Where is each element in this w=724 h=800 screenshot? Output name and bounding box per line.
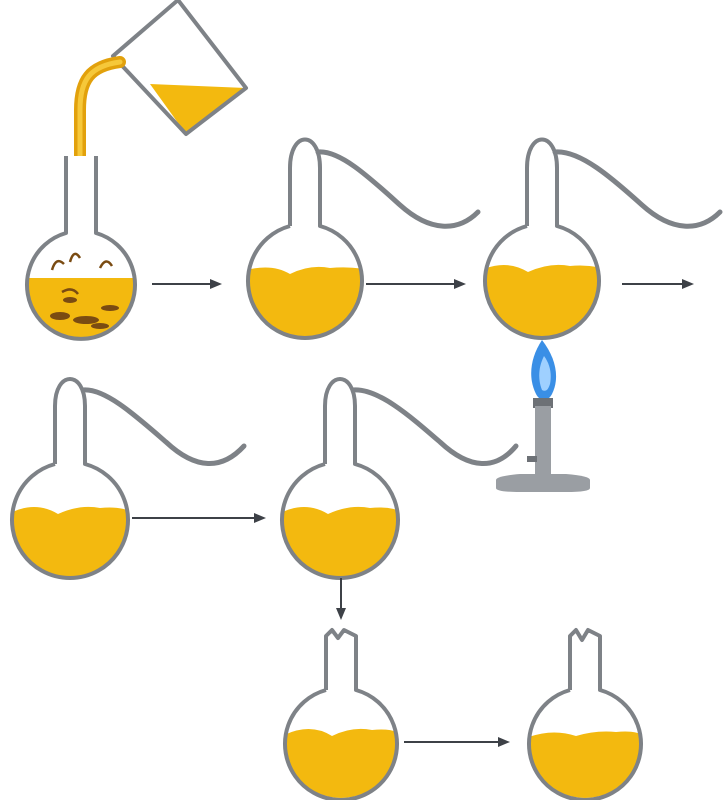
broken-neck-flask-icon bbox=[283, 628, 399, 800]
arrow-icon bbox=[366, 279, 466, 289]
step-4-cooled-flask bbox=[10, 377, 247, 580]
bunsen-burner-icon bbox=[496, 340, 590, 492]
broken-neck-flask-icon bbox=[527, 628, 643, 800]
arrow-icon bbox=[152, 279, 222, 289]
step-3-heating bbox=[483, 137, 723, 492]
process-arrows bbox=[132, 279, 694, 747]
step-6-neck-broken bbox=[283, 628, 399, 800]
nutrient-broth bbox=[485, 264, 599, 337]
step-1-pouring-broth bbox=[25, 0, 248, 341]
arrow-icon bbox=[404, 737, 510, 747]
arrow-icon bbox=[336, 578, 346, 620]
beaker-pouring-icon bbox=[111, 0, 248, 136]
swan-neck-flask-icon bbox=[246, 137, 481, 340]
arrow-icon bbox=[132, 513, 266, 523]
swan-neck-flask-icon bbox=[483, 137, 723, 340]
nutrient-broth bbox=[248, 266, 362, 337]
nutrient-broth bbox=[285, 728, 397, 798]
nutrient-broth bbox=[529, 731, 641, 798]
arrow-icon bbox=[622, 279, 694, 289]
swan-neck-flask-icon bbox=[10, 377, 247, 580]
organic-debris bbox=[50, 252, 119, 329]
step-7-broth-contaminated bbox=[527, 628, 643, 800]
swan-neck-flask-icon bbox=[280, 377, 519, 580]
round-flask-icon bbox=[25, 156, 137, 341]
step-2-swan-neck-flask bbox=[246, 137, 481, 340]
step-5-flask-kept-sterile bbox=[280, 377, 519, 580]
